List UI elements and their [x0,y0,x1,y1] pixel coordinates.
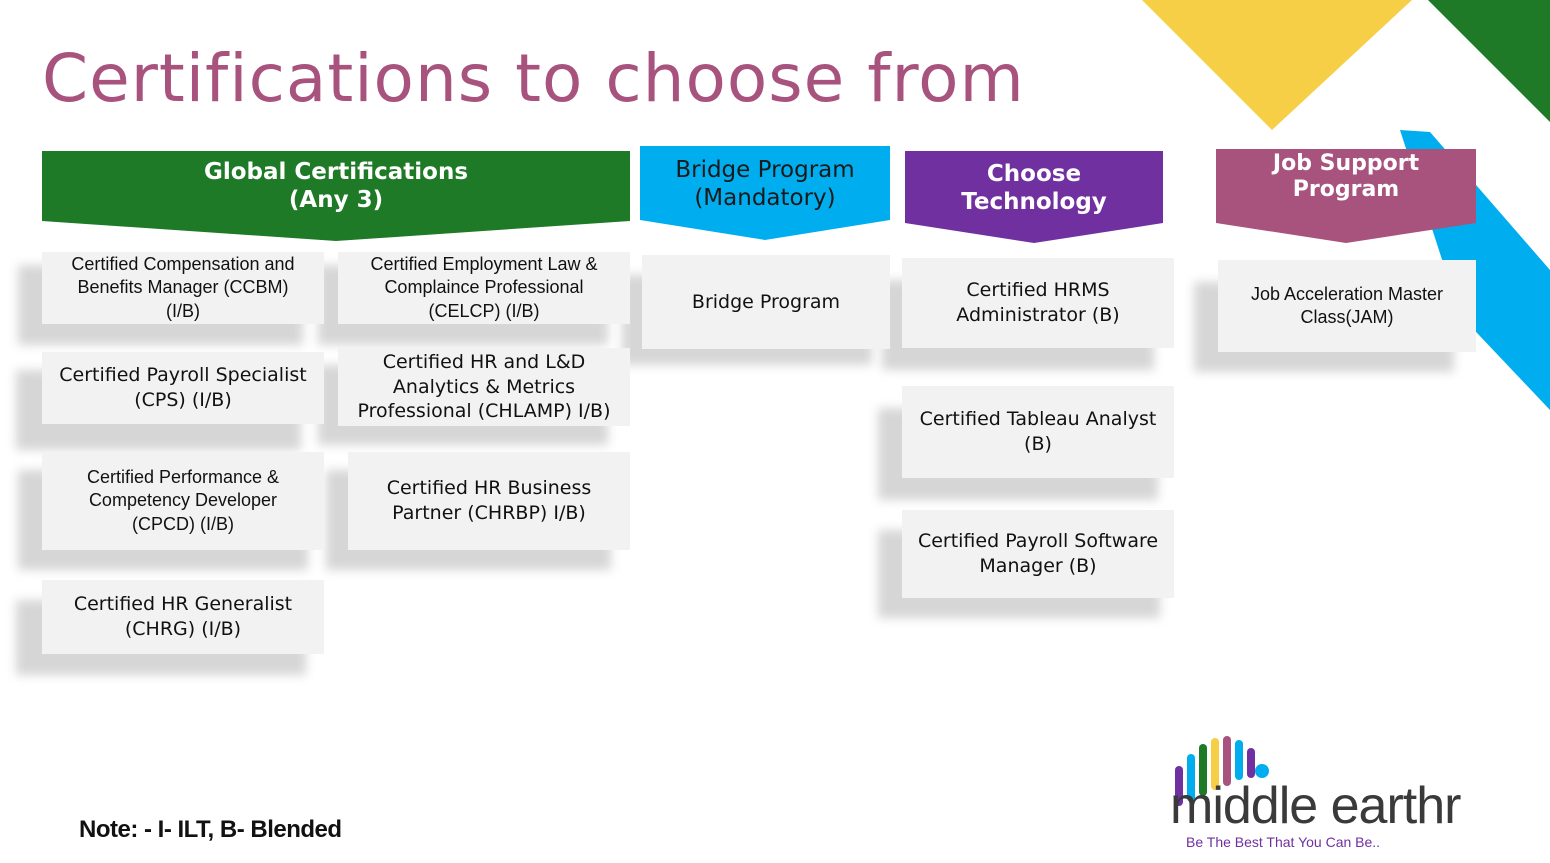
bridge-program-header: Bridge Program (Mandatory) [640,154,890,216]
cert-line: Certified Performance & [86,466,280,487]
cert-line: Certified Employment Law & [370,253,598,274]
cert-line: Professional (CHLAMP) I/B) [357,400,611,423]
global-header-shape [42,151,630,241]
bridge-header-shape [640,146,890,240]
cert-line: Partner (CHRBP) I/B) [392,502,586,524]
logo-tagline: Be The Best That You Can Be.. [1186,834,1381,850]
global-header-line1: Global Certifications [203,159,469,186]
cert-line: Certified Tableau Analyst [919,408,1157,431]
global-certifications-header: Global Certifications (Any 3) [42,155,630,219]
bridge-program-label: Bridge Program [691,290,841,313]
cert-card-cpcd: Certified Performance & Competency Devel… [42,452,324,550]
cert-card-chlamp: Certified HR and L&D Analytics & Metrics… [338,348,630,426]
cert-line: Manager (B) [979,555,1097,577]
logo-globe-icon [1175,736,1269,806]
cert-line: (CPCD) (I/B) [131,513,234,534]
tech-card-tableau: Certified Tableau Analyst (B) [902,386,1174,478]
cert-line: Class(JAM) [1300,307,1394,327]
cert-card-chrg: Certified HR Generalist (CHRG) (I/B) [42,580,324,654]
cert-card-celcp: Certified Employment Law & Complaince Pr… [338,252,630,324]
cert-card-cps: Certified Payroll Specialist (CPS) (I/B) [42,352,324,424]
cert-line: Analytics & Metrics [392,375,576,398]
cert-line: (CPS) (I/B) [134,389,232,411]
bridge-program-card: Bridge Program [642,255,890,349]
cert-line: Benefits Manager (CCBM) [77,277,289,298]
job-support-header: Job Support Program [1216,147,1476,207]
cert-line: (I/B) [165,300,200,321]
cert-line: Certified HR Generalist [73,593,293,616]
cert-line: Certified HR and L&D [382,350,586,373]
cert-line: Job Acceleration Master [1250,283,1444,304]
page-title: Certifications to choose from [42,40,1025,117]
bridge-header-line2: (Mandatory) [694,185,836,211]
job-header-shape [1216,149,1476,243]
logo-wordmark: middle earthr [1170,777,1461,835]
cert-line: (CHRG) (I/B) [124,618,242,640]
cert-card-chrbp: Certified HR Business Partner (CHRBP) I/… [348,452,630,550]
global-header-line2: (Any 3) [288,187,384,213]
cert-line: Complaince Professional [384,277,584,298]
yellow-triangle-shape [1142,0,1412,130]
tech-card-hrms: Certified HRMS Administrator (B) [902,258,1174,348]
cert-line: (CELCP) (I/B) [428,300,540,321]
cert-line: (B) [1024,433,1052,455]
choose-technology-header: Choose Technology [905,157,1163,221]
tech-header-line1: Choose [986,161,1082,188]
job-header-line2: Program [1292,177,1400,202]
job-card-jam: Job Acceleration Master Class(JAM) [1218,260,1476,352]
cert-line: Certified Compensation and [71,253,295,274]
cert-card-ccbm: Certified Compensation and Benefits Mana… [42,252,324,324]
tech-card-payroll-software: Certified Payroll Software Manager (B) [902,510,1174,598]
cert-line: Certified Payroll Specialist [59,364,307,387]
cert-line: Certified HRMS [966,279,1110,302]
tech-header-line2: Technology [961,189,1107,215]
green-triangle-shape [1428,0,1550,122]
job-header-line1: Job Support [1272,150,1420,176]
tech-header-shape [905,151,1163,243]
cert-line: Certified Payroll Software [917,530,1159,553]
cert-line: Certified HR Business [386,477,592,500]
cert-line: Competency Developer [88,490,278,511]
cert-line: Administrator (B) [956,304,1120,326]
legend-note: Note: - I- ILT, B- Blended [79,816,342,843]
bridge-header-line1: Bridge Program [675,157,855,184]
